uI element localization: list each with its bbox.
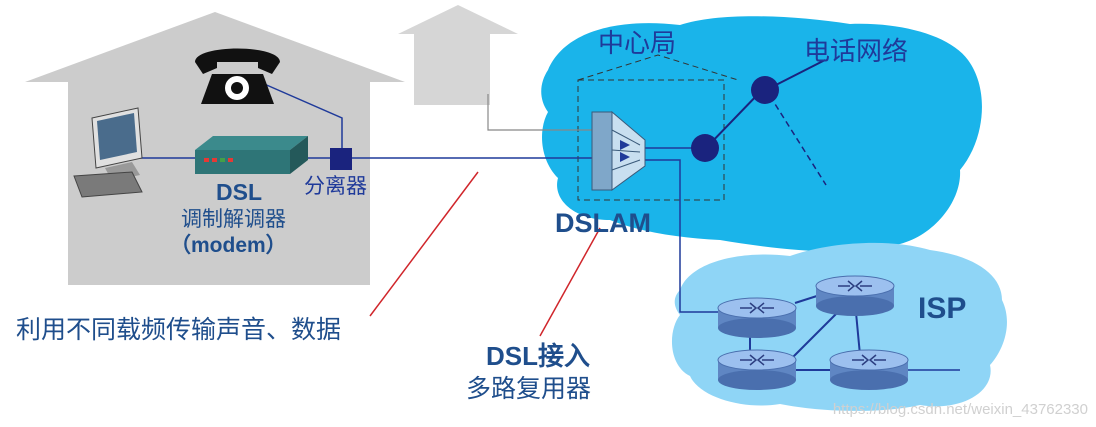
dsl-mux-label-title: DSL接入 — [486, 341, 590, 371]
neighbor-building — [398, 5, 518, 105]
dsl-mux-label-name: 多路复用器 — [466, 374, 591, 403]
central-office-roof — [577, 54, 739, 81]
telephone-switch-node — [691, 134, 719, 162]
router-icon — [717, 297, 797, 338]
dslam-icon — [591, 110, 646, 191]
callout-line — [369, 171, 479, 317]
telephone-switch-node — [751, 76, 779, 104]
router-icon — [815, 275, 895, 316]
splitter-icon — [330, 148, 352, 170]
dslam-label: DSLAM — [555, 208, 651, 238]
router-icon — [717, 349, 797, 390]
watermark: https://blog.csdn.net/weixin_43762330 — [833, 401, 1088, 418]
computer-icon — [73, 107, 143, 198]
callout-line — [539, 227, 601, 337]
isp-label: ISP — [918, 292, 966, 325]
dsl-modem-label-name: 调制解调器 — [181, 207, 286, 231]
telephone-network-cloud — [541, 16, 982, 252]
dsl-modem-label-en: （modem） — [170, 233, 287, 257]
telephone-icon — [195, 48, 280, 104]
router-icon — [829, 349, 909, 390]
splitter-label: 分离器 — [304, 174, 367, 198]
dsl-modem-icon — [195, 136, 308, 174]
central-office-box — [577, 79, 725, 201]
telephone-network-label: 电话网络 — [804, 37, 908, 67]
central-office-label: 中心局 — [598, 29, 676, 59]
dsl-modem-label-title: DSL — [216, 179, 262, 205]
frequency-note: 利用不同载频传输声音、数据 — [16, 315, 341, 344]
wires — [140, 59, 960, 371]
